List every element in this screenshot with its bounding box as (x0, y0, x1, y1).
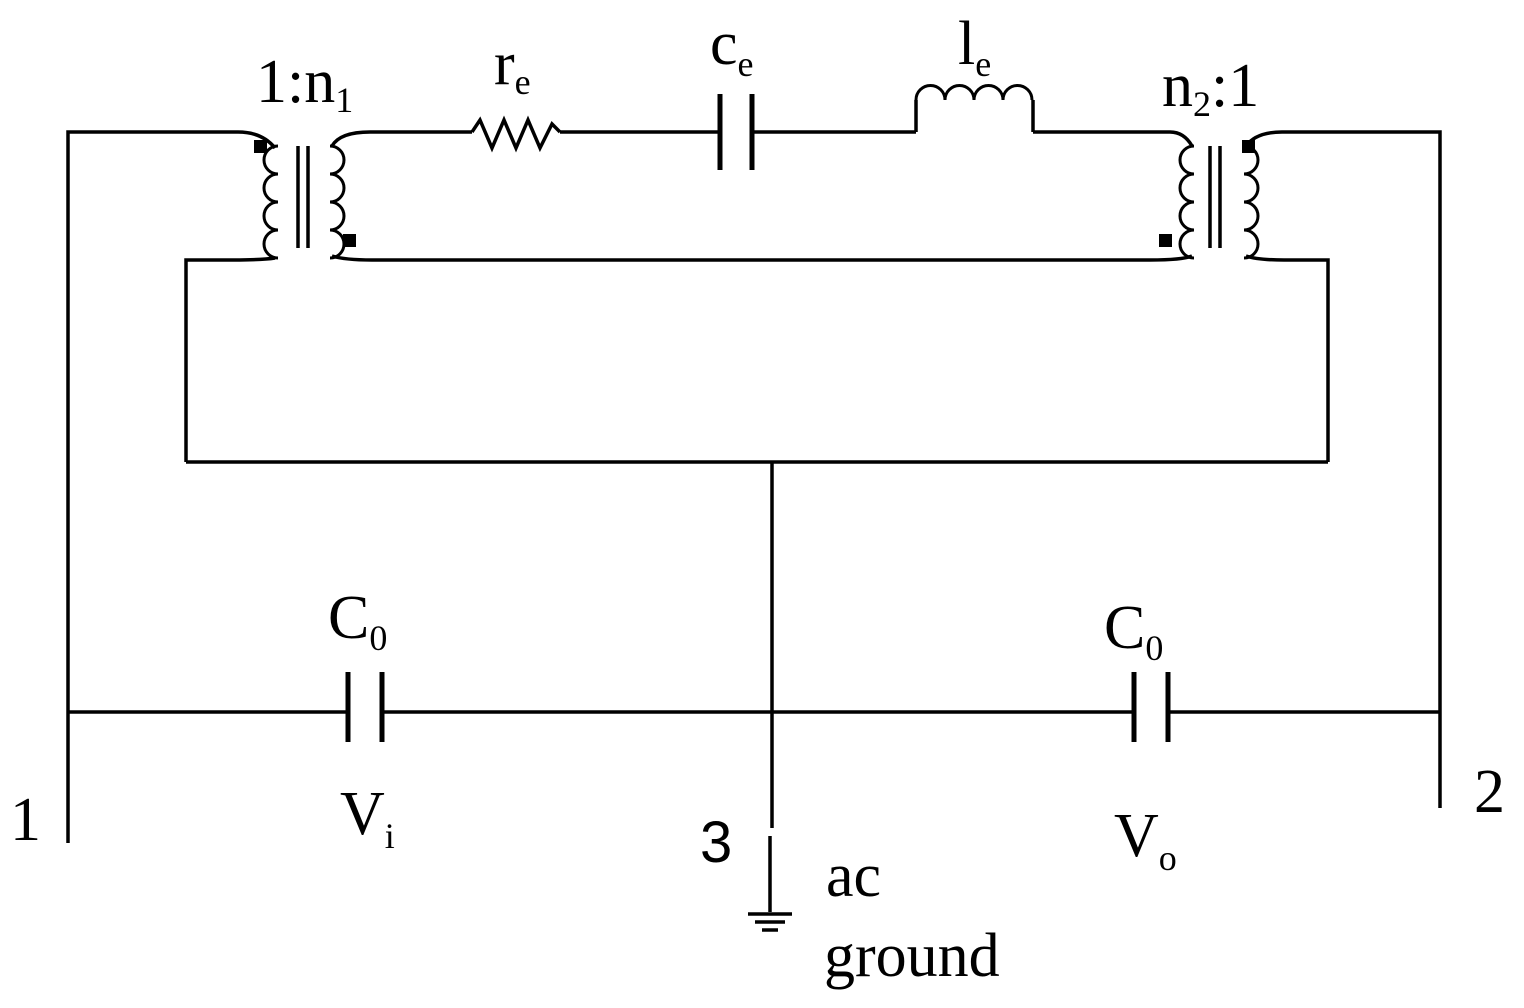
re-label: re (494, 30, 531, 102)
capacitor-c0-left (345, 672, 385, 742)
le-label: le (958, 10, 991, 84)
polarity-dot (1159, 234, 1172, 247)
ground-label-ground: ground (824, 922, 1000, 990)
input-transformer (184, 130, 373, 462)
port3-label: 3 (700, 810, 732, 875)
ce-label: ce (710, 10, 754, 84)
capacitor-c0-right (1131, 672, 1171, 742)
vi-label: Vi (340, 780, 395, 856)
polarity-dot (1242, 140, 1255, 153)
port1-label: 1 (10, 786, 41, 854)
ground-label-ac: ac (826, 842, 881, 910)
turns-ratio-output-label: n2:1 (1162, 52, 1259, 124)
resistor-re (470, 115, 562, 153)
polarity-dot (254, 140, 267, 153)
ground-symbol (748, 836, 792, 932)
polarity-dot (343, 234, 356, 247)
output-transformer (1149, 130, 1330, 462)
vo-label: Vo (1114, 802, 1177, 878)
c0-right-label: C0 (1104, 594, 1163, 668)
inductor-le (914, 84, 1035, 132)
port2-wire (1170, 130, 1442, 808)
port2-label: 2 (1474, 758, 1505, 826)
turns-ratio-input-label: 1:n1 (256, 48, 353, 120)
capacitor-ce (717, 94, 755, 170)
c0-left-label: C0 (328, 584, 387, 658)
port1-wire (66, 130, 346, 843)
